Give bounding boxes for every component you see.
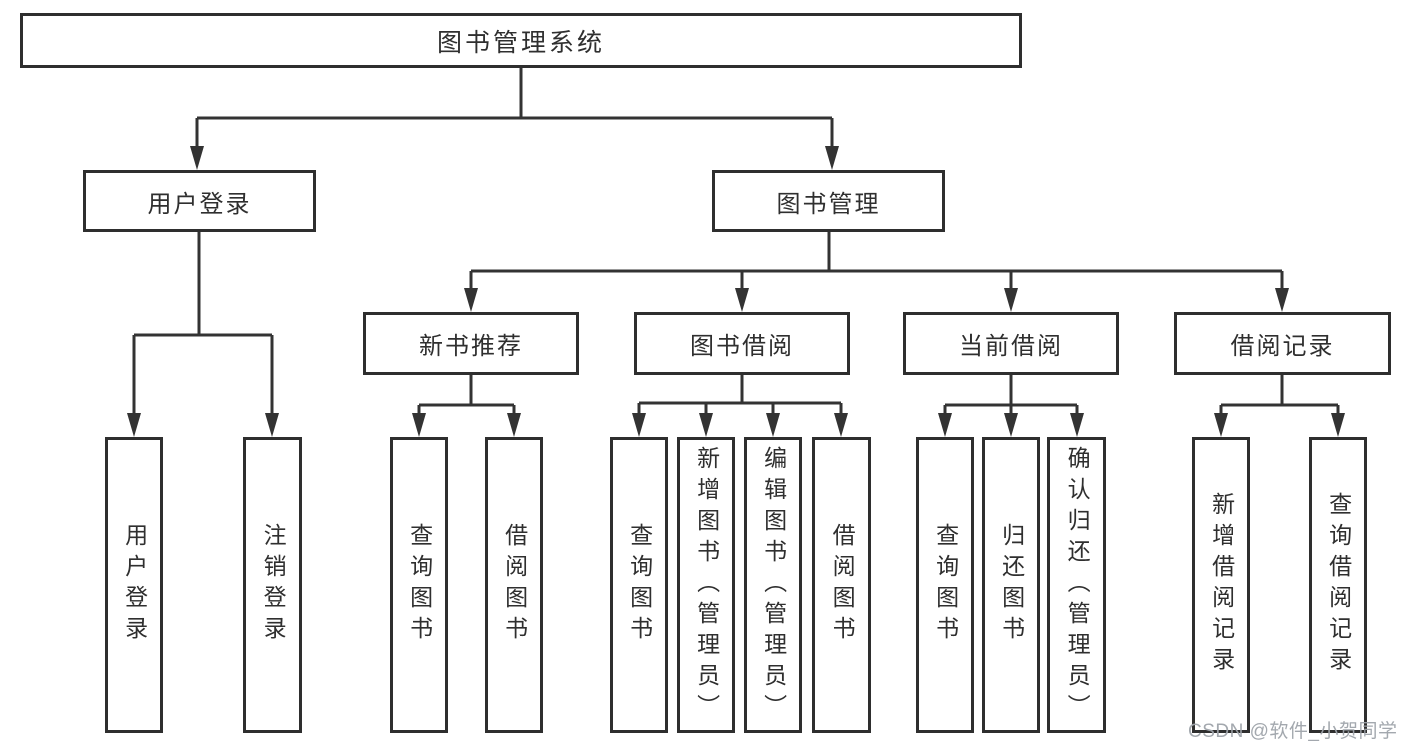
leaf-query-books-recommend-label: 查询图书 <box>406 523 433 647</box>
node-borrow-records: 借阅记录 <box>1174 312 1391 375</box>
node-system-root: 图书管理系统 <box>20 13 1022 68</box>
leaf-add-borrow-record-label: 新增借阅记录 <box>1208 492 1235 678</box>
leaf-query-books-current: 查询图书 <box>916 437 974 733</box>
leaf-user-login: 用户登录 <box>105 437 163 733</box>
leaf-query-books-borrowing-label: 查询图书 <box>626 523 653 647</box>
node-book-borrowing: 图书借阅 <box>634 312 850 375</box>
leaf-query-books-current-label: 查询图书 <box>932 523 959 647</box>
leaf-borrow-books-recommend: 借阅图书 <box>485 437 543 733</box>
leaf-logout-label: 注销登录 <box>260 523 287 647</box>
node-book-management-label: 图书管理 <box>776 190 881 218</box>
leaf-confirm-return-admin-label: 确认归还（管理员） <box>1064 445 1091 725</box>
node-system-root-label: 图书管理系统 <box>436 28 605 57</box>
node-book-borrowing-label: 图书借阅 <box>690 333 794 360</box>
leaf-add-books-admin-label: 新增图书（管理员） <box>693 445 720 725</box>
leaf-edit-books-admin: 编辑图书（管理员） <box>744 437 802 733</box>
node-borrow-records-label: 借阅记录 <box>1230 333 1335 360</box>
leaf-return-books: 归还图书 <box>982 437 1040 733</box>
connector-user-login-group <box>127 232 279 437</box>
leaf-edit-books-admin-label: 编辑图书（管理员） <box>760 445 787 725</box>
leaf-query-borrow-record: 查询借阅记录 <box>1309 437 1367 733</box>
leaf-add-borrow-record: 新增借阅记录 <box>1192 437 1250 733</box>
node-user-login: 用户登录 <box>83 170 316 232</box>
leaf-confirm-return-admin: 确认归还（管理员） <box>1047 437 1106 733</box>
leaf-query-books-recommend: 查询图书 <box>390 437 448 733</box>
leaf-query-borrow-record-label: 查询借阅记录 <box>1325 492 1352 678</box>
connector-root-to-level1 <box>190 68 839 170</box>
node-current-borrowing-label: 当前借阅 <box>959 333 1063 360</box>
leaf-add-books-admin: 新增图书（管理员） <box>677 437 735 733</box>
connector-new-book-recommend-group <box>412 375 521 437</box>
leaf-return-books-label: 归还图书 <box>998 523 1025 647</box>
leaf-query-books-borrowing: 查询图书 <box>610 437 668 733</box>
connector-borrow-records-group <box>1214 375 1345 437</box>
connector-current-borrowing-group <box>938 375 1084 437</box>
leaf-borrow-books-recommend-label: 借阅图书 <box>501 523 528 647</box>
connector-book-management-to-level2 <box>464 232 1289 312</box>
node-new-book-recommend-label: 新书推荐 <box>419 333 523 360</box>
csdn-watermark: CSDN @软件_小贺同学 <box>1188 721 1398 742</box>
node-current-borrowing: 当前借阅 <box>903 312 1119 375</box>
node-book-management: 图书管理 <box>712 170 945 232</box>
leaf-user-login-label: 用户登录 <box>121 523 148 647</box>
leaf-borrow-books-borrowing-label: 借阅图书 <box>829 523 856 647</box>
node-new-book-recommend: 新书推荐 <box>363 312 579 375</box>
node-user-login-label: 用户登录 <box>147 190 252 218</box>
leaf-logout: 注销登录 <box>243 437 302 733</box>
connector-book-borrowing-group <box>632 375 848 437</box>
leaf-borrow-books-borrowing: 借阅图书 <box>812 437 871 733</box>
